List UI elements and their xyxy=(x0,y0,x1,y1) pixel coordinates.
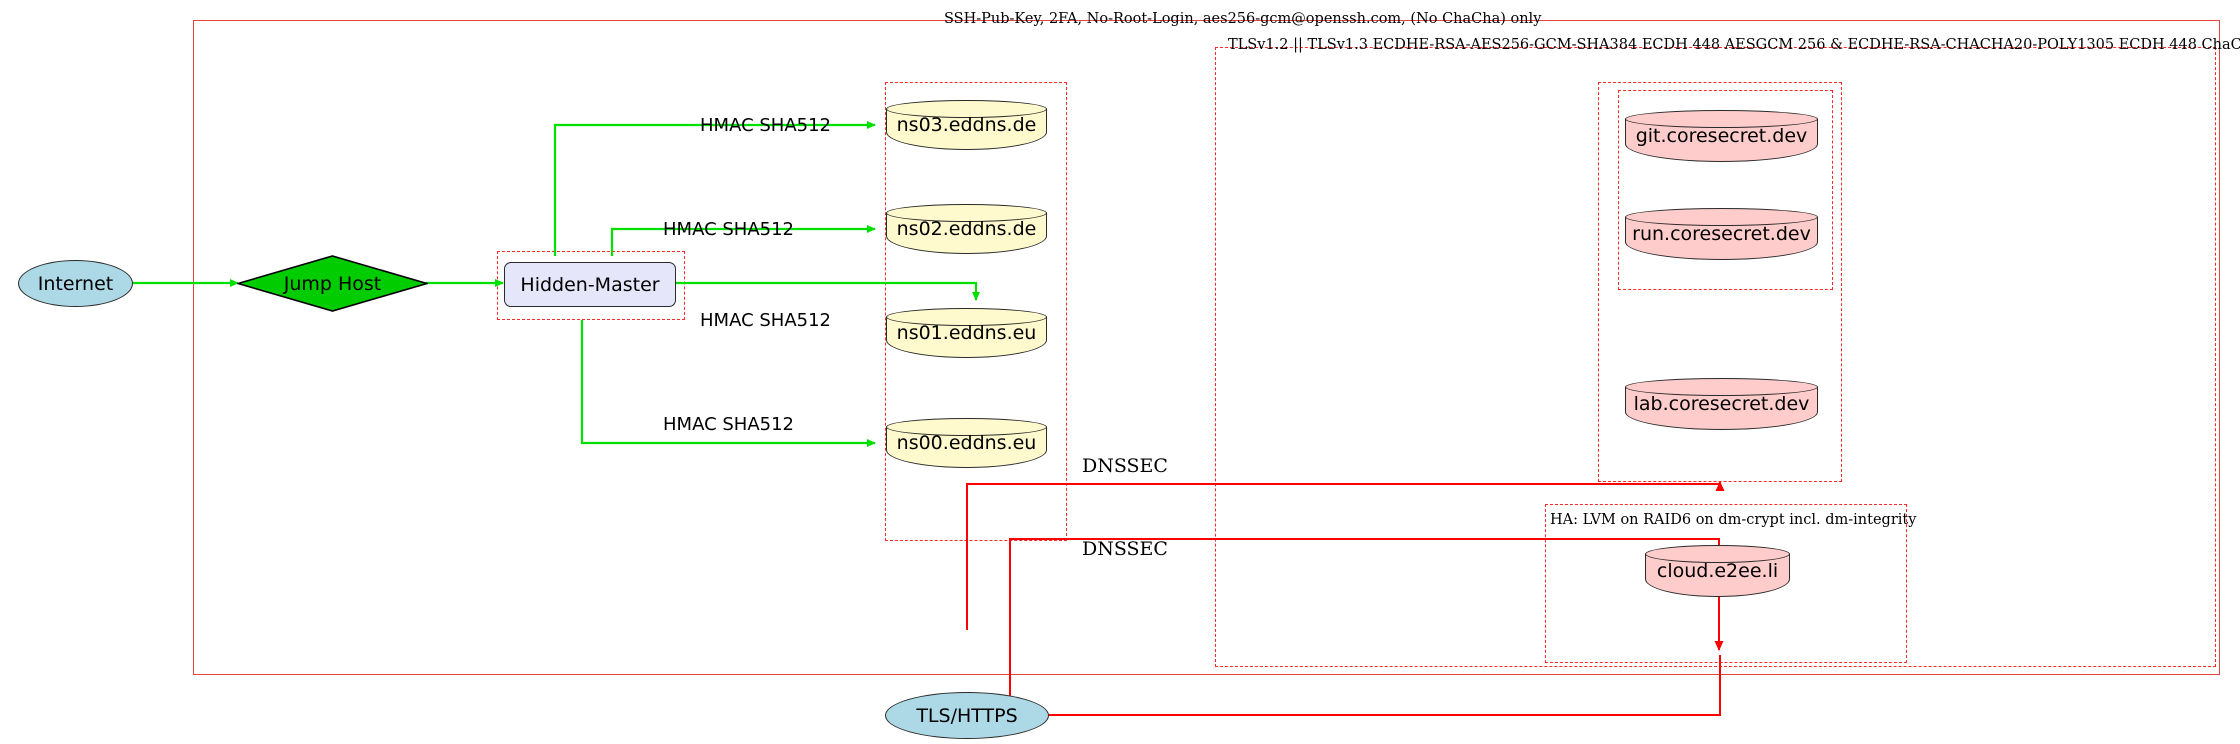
node-jump-host[interactable]: Jump Host xyxy=(237,255,428,312)
ns01-cylinder-top xyxy=(886,308,1047,326)
edge-label-hmac-ns02: HMAC SHA512 xyxy=(663,219,794,240)
run-cylinder-top xyxy=(1625,208,1818,226)
node-tls-https-label: TLS/HTTPS xyxy=(916,704,1018,727)
node-ns03-label: ns03.eddns.de xyxy=(896,114,1037,136)
node-ns00[interactable]: ns00.eddns.eu xyxy=(886,418,1047,468)
cluster-ssh-label: SSH-Pub-Key, 2FA, No-Root-Login, aes256-… xyxy=(944,11,1542,27)
node-ns03[interactable]: ns03.eddns.de xyxy=(886,100,1047,150)
node-hidden-master[interactable]: Hidden-Master xyxy=(504,262,676,307)
ns00-cylinder-body xyxy=(886,427,1047,468)
jump-host-diamond-shape xyxy=(237,255,428,312)
node-ns02[interactable]: ns02.eddns.de xyxy=(886,204,1047,254)
lab-cylinder-top xyxy=(1625,378,1818,396)
node-ns01-label: ns01.eddns.eu xyxy=(896,322,1037,344)
node-jump-host-label: Jump Host xyxy=(283,272,382,295)
node-cloud-e2ee[interactable]: cloud.e2ee.li xyxy=(1645,545,1790,597)
node-hidden-master-label: Hidden-Master xyxy=(520,273,660,296)
node-lab-coresecret-label: lab.coresecret.dev xyxy=(1633,393,1810,415)
git-cylinder-top xyxy=(1625,110,1818,128)
cluster-tls-label: TLSv1.2 || TLSv1.3 ECDHE-RSA-AES256-GCM-… xyxy=(1228,37,2240,53)
node-cloud-e2ee-label: cloud.e2ee.li xyxy=(1656,560,1779,582)
ns03-cylinder-top xyxy=(886,100,1047,118)
node-ns01[interactable]: ns01.eddns.eu xyxy=(886,308,1047,358)
edge-label-dnssec-lower: DNSSEC xyxy=(1082,538,1168,560)
node-internet[interactable]: Internet xyxy=(18,260,133,307)
edge-label-dnssec-upper: DNSSEC xyxy=(1082,455,1168,477)
node-run-coresecret[interactable]: run.coresecret.dev xyxy=(1625,208,1818,260)
edge-label-hmac-ns01: HMAC SHA512 xyxy=(700,310,831,331)
node-tls-https[interactable]: TLS/HTTPS xyxy=(885,692,1049,739)
node-internet-label: Internet xyxy=(37,272,114,295)
node-git-coresecret[interactable]: git.coresecret.dev xyxy=(1625,110,1818,162)
node-ns00-label: ns00.eddns.eu xyxy=(896,432,1037,454)
ns02-cylinder-top xyxy=(886,204,1047,222)
node-ns02-label: ns02.eddns.de xyxy=(896,218,1037,240)
cluster-ha-label: HA: LVM on RAID6 on dm-crypt incl. dm-in… xyxy=(1550,512,1917,528)
edge-label-hmac-ns00: HMAC SHA512 xyxy=(663,414,794,435)
cluster-coresecret-inner-boundary xyxy=(1618,90,1833,290)
node-git-coresecret-label: git.coresecret.dev xyxy=(1635,125,1808,147)
node-lab-coresecret[interactable]: lab.coresecret.dev xyxy=(1625,378,1818,430)
node-run-coresecret-label: run.coresecret.dev xyxy=(1632,223,1811,245)
ns00-cylinder-top xyxy=(886,418,1047,436)
edge-label-hmac-ns03: HMAC SHA512 xyxy=(700,115,831,136)
